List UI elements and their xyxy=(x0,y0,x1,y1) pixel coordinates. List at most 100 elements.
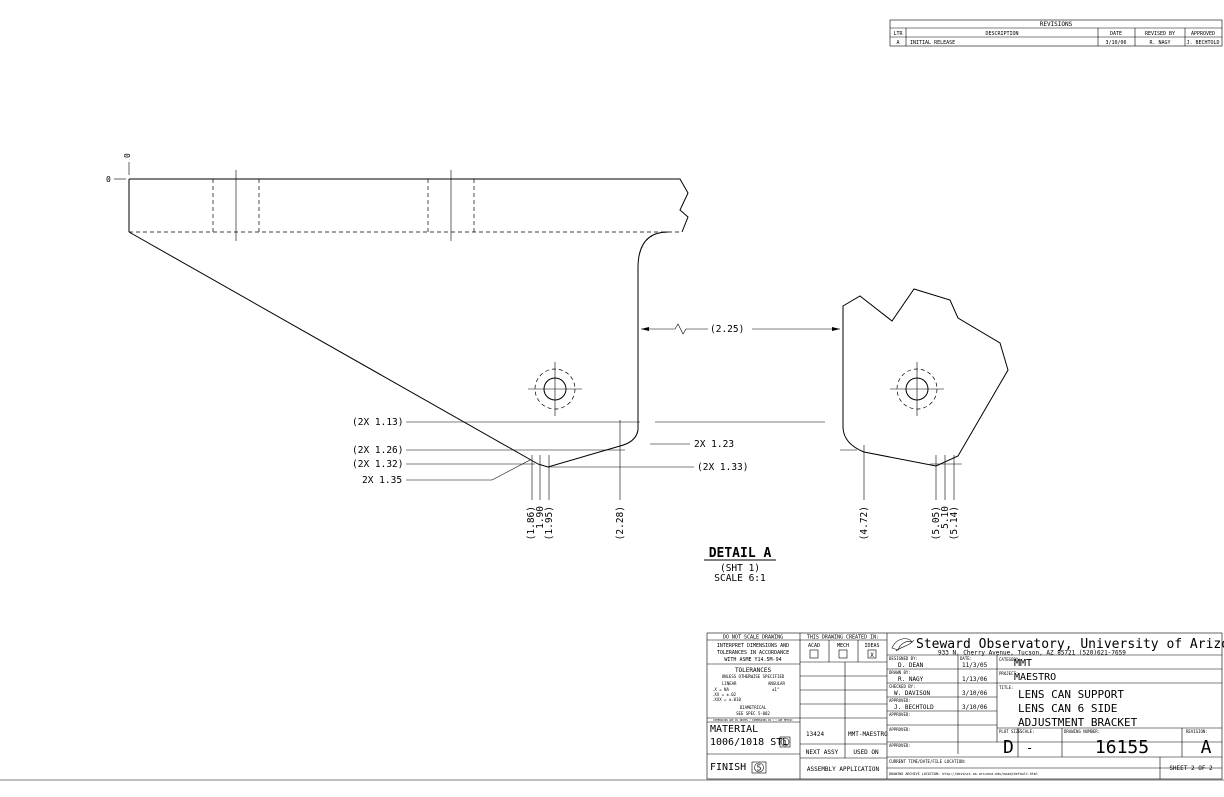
note-diametrical: DIAMETRICAL xyxy=(740,705,767,710)
origin-zero-top: 0 xyxy=(123,153,132,158)
steward-logo-icon xyxy=(891,638,915,652)
detail-title: DETAIL A xyxy=(709,546,772,561)
designed-by-label: DESIGNED BY: xyxy=(889,656,918,661)
designed-date: 11/3/05 xyxy=(962,662,988,669)
approved-label-1: APPROVED: xyxy=(889,698,911,703)
category-value: MMT xyxy=(1014,658,1032,669)
dim-2x-1-26: (2X 1.26) xyxy=(352,445,403,456)
drawing-number-label: DRAWING NUMBER: xyxy=(1064,729,1100,734)
drawn-by: R. NAGY xyxy=(898,676,924,683)
created-in-mech: MECH xyxy=(837,643,849,649)
note-tol-x: .X = NA xyxy=(712,687,729,692)
dim-v-1-86: (1.86) xyxy=(526,506,537,540)
checked-date: 3/10/06 xyxy=(962,690,988,697)
plot-size-value: D xyxy=(1003,737,1014,758)
finish-note-flag: 5 xyxy=(757,764,762,773)
plot-size-label: PLOT SIZE xyxy=(999,729,1021,734)
rev-row-revised-by: R. NAGY xyxy=(1149,40,1170,46)
approved-label-3: APPROVED: xyxy=(889,727,911,732)
org-address: 933 N. Cherry Avenue, Tucson, AZ 85721 (… xyxy=(938,650,1126,657)
archive-location: DRAWING ARCHIVE LOCATION: http://devinci… xyxy=(889,772,1038,776)
note-fine-print: DIMENSIONS ARE IN INCHES / DIMENSIONS IN… xyxy=(713,719,793,722)
dim-2x-1-33: (2X 1.33) xyxy=(697,462,748,473)
finish-label: FINISH xyxy=(710,762,746,773)
note-unless: UNLESS OTHERWISE SPECIFIED xyxy=(722,674,785,679)
dim-v-1-95: (1.95) xyxy=(544,506,555,540)
rev-header-date: DATE xyxy=(1110,31,1122,37)
ideas-check-mark: X xyxy=(870,652,874,659)
rev-header-revised-by: REVISED BY xyxy=(1145,31,1175,37)
detail-label: DETAIL A (SHT 1) SCALE 6:1 xyxy=(704,546,776,584)
note-tolerances: TOLERANCES xyxy=(735,667,772,674)
approved-label-4: APPROVED: xyxy=(889,743,911,748)
scale-value: - xyxy=(1026,741,1033,755)
material-value: 1006/1018 STL xyxy=(710,737,788,748)
note-tol-xx: .XX = ±.02 xyxy=(712,692,737,697)
title-block: DO NOT SCALE DRAWING INTERPRET DIMENSION… xyxy=(706,632,1224,780)
note-interpret-2: TOLERANCES IN ACCORDANCE xyxy=(717,650,789,656)
dim-v-5-05: (5.05) xyxy=(931,506,942,540)
note-linear: LINEAR xyxy=(722,681,737,686)
detail-sheet: (SHT 1) xyxy=(720,563,760,574)
dim-2x-1-35: 2X 1.35 xyxy=(362,475,402,486)
used-on-label: USED ON xyxy=(853,749,879,756)
mech-checkbox xyxy=(838,649,848,659)
next-assy-number: 13424 xyxy=(806,731,824,738)
dim-2x-1-23: 2X 1.23 xyxy=(694,439,734,450)
rev-header-description: DESCRIPTION xyxy=(985,31,1018,37)
title-line-2: LENS CAN 6 SIDE xyxy=(1018,702,1117,715)
dim-v-5-10: 5.10 xyxy=(940,506,951,529)
revisions-table: REVISIONS LTR DESCRIPTION DATE REVISED B… xyxy=(889,19,1223,47)
created-in-ideas: IDEAS xyxy=(864,643,879,649)
note-tol-xxx: .XXX = ±.010 xyxy=(712,697,741,702)
dim-v-2-28: (2.28) xyxy=(615,506,626,540)
title-line-1: LENS CAN SUPPORT xyxy=(1018,688,1124,701)
material-note-flag: 1 xyxy=(783,740,787,747)
note-spec: SEE SPEC 5-002 xyxy=(736,711,770,716)
note-interpret-3: WITH ASME Y14.5M-94 xyxy=(724,657,781,663)
note-angular: ANGULAR xyxy=(768,681,785,686)
revisions-title: REVISIONS xyxy=(1040,21,1073,28)
dim-2x-1-32: (2X 1.32) xyxy=(352,459,403,470)
drawn-date: 1/13/06 xyxy=(962,676,988,683)
note-interpret-1: INTERPRET DIMENSIONS AND xyxy=(717,643,789,649)
scale-label: SCALE: xyxy=(1020,729,1034,734)
rev-row-description: INITIAL RELEASE xyxy=(910,40,955,46)
checked-by-label: CHECKED BY: xyxy=(889,684,916,689)
created-in-label: THIS DRAWING CREATED IN: xyxy=(807,635,879,641)
detail-scale: SCALE 6:1 xyxy=(714,573,766,584)
date-label: DATE: xyxy=(960,656,972,661)
dim-v-4-72: (4.72) xyxy=(859,506,870,540)
dim-v-5-14: (5.14) xyxy=(949,506,960,540)
next-assy-label: NEXT ASSY xyxy=(806,749,839,756)
title-line-3: ADJUSTMENT BRACKET xyxy=(1018,716,1138,729)
dimensions: (2.25) (2X 1.13) (2X 1.26) (2X 1.32) 2X … xyxy=(352,323,962,540)
rev-header-ltr: LTR xyxy=(893,31,903,37)
project-label: PROJECT: xyxy=(999,671,1018,676)
acad-checkbox xyxy=(809,649,819,659)
rev-row-approved: J. BECHTOLD xyxy=(1186,40,1219,46)
title-label: TITLE: xyxy=(999,685,1013,690)
rev-row-date: 3/10/06 xyxy=(1105,40,1126,46)
project-value: MAESTRO xyxy=(1014,672,1056,683)
approved-date: 3/10/06 xyxy=(962,704,988,711)
sheet-number: SHEET 2 OF 2 xyxy=(1169,765,1213,772)
designed-by: D. DEAN xyxy=(898,662,924,669)
note-tol-ang: ±1° xyxy=(772,687,779,692)
drawn-by-label: DRAWN BY: xyxy=(889,670,911,675)
drawing-number: 16155 xyxy=(1095,737,1149,758)
ideas-checkbox xyxy=(867,649,877,659)
used-on-value: MMT-MAESTRO xyxy=(848,731,888,738)
note-do-not-scale: DO NOT SCALE DRAWING xyxy=(723,635,783,641)
org-name: Steward Observatory, University of Arizo… xyxy=(916,637,1224,652)
origin-zero-left: 0 xyxy=(106,175,111,184)
rev-header-approved: APPROVED xyxy=(1191,31,1215,37)
assembly-application: ASSEMBLY APPLICATION xyxy=(807,766,880,773)
category-label: CATEGORY: xyxy=(999,657,1021,662)
rev-row-ltr: A xyxy=(896,40,899,46)
revision-label: REVISION: xyxy=(1186,729,1208,734)
revision-value: A xyxy=(1201,737,1212,758)
checked-by: W. DAVISON xyxy=(894,690,931,697)
